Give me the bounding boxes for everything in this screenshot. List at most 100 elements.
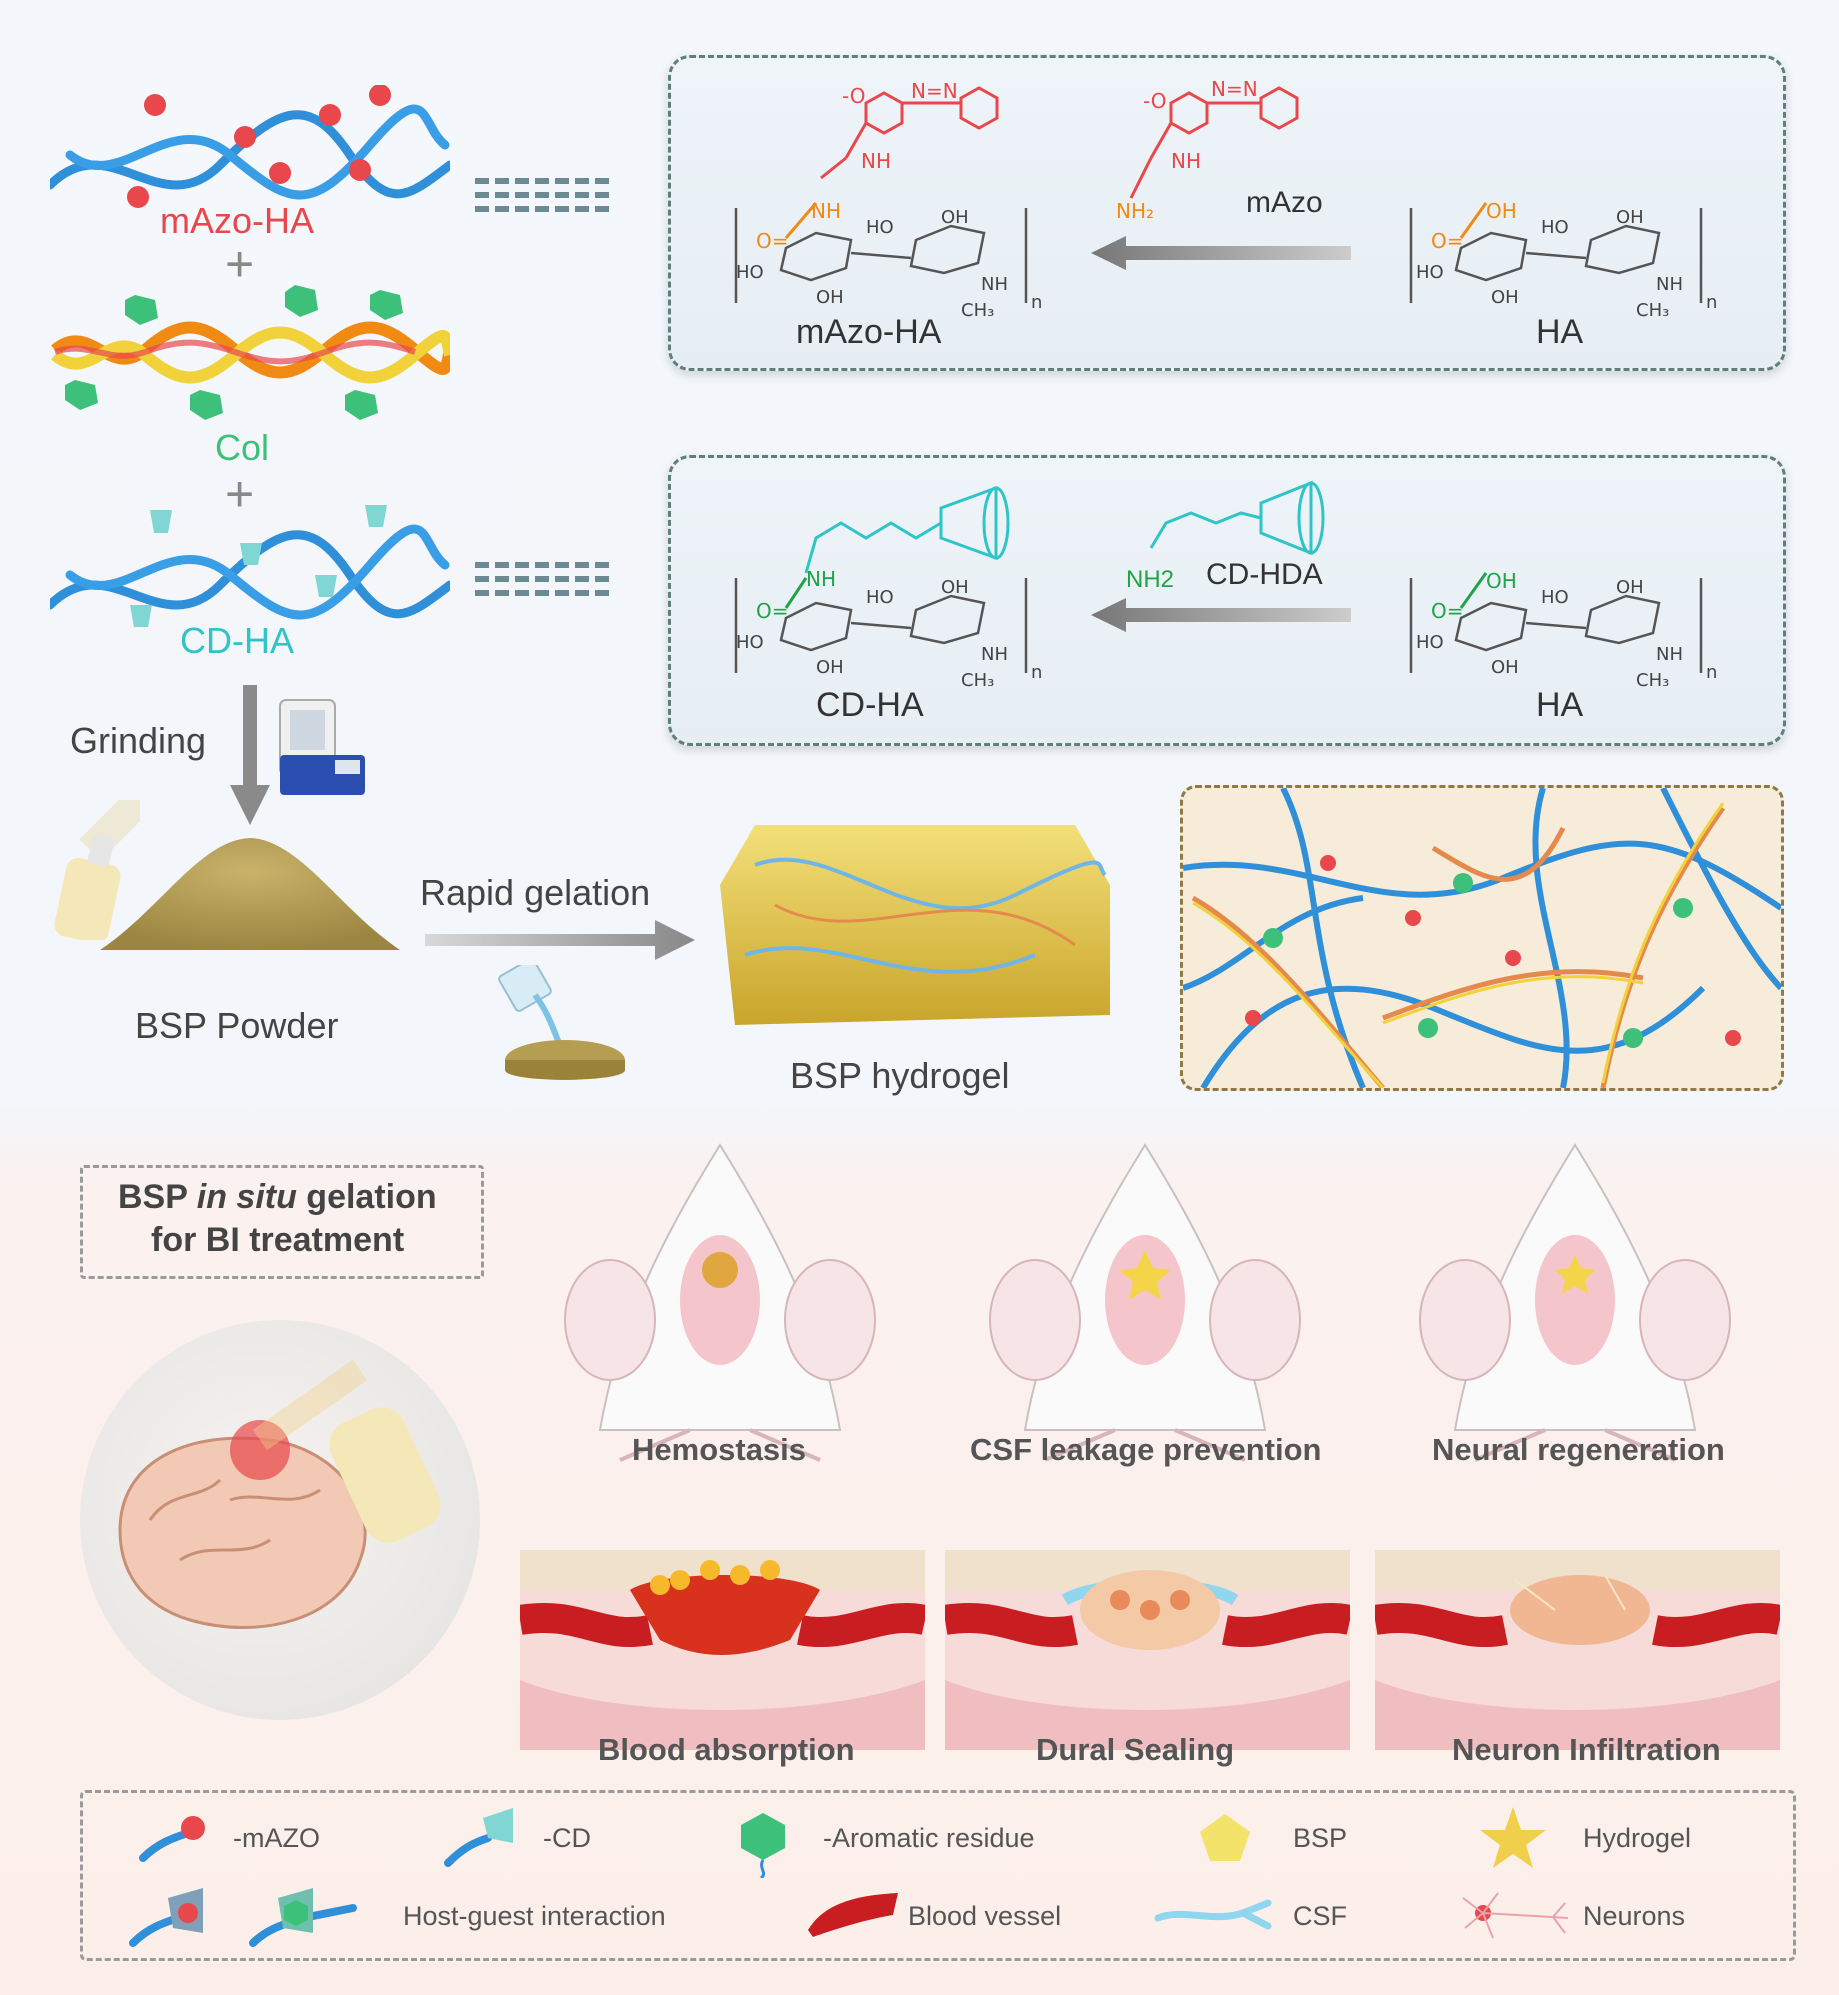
legend-csf-label: CSF — [1293, 1901, 1347, 1931]
panel-neural — [1375, 1130, 1780, 1770]
aromatic-residue-legend-icon — [741, 1813, 785, 1878]
bsp-powder-label: BSP Powder — [135, 1005, 339, 1046]
cd-ha-chain — [45, 505, 455, 635]
panel-csf — [945, 1130, 1350, 1770]
mouse-head-illustration-3 — [1419, 1143, 1731, 1462]
svg-text:CH₃: CH₃ — [961, 670, 994, 688]
blood-vessel-legend-icon — [808, 1893, 898, 1937]
tissue-section-3 — [1375, 1550, 1780, 1750]
csf-legend-icon — [1154, 1899, 1272, 1930]
svg-text:HO: HO — [866, 217, 894, 238]
cd-ha-label: CD-HA — [180, 620, 294, 661]
water-pouring-dish-icon — [495, 958, 630, 1085]
mouse-head-illustration-2 — [989, 1143, 1301, 1462]
legend-blood-vessel-label: Blood vessel — [908, 1901, 1062, 1931]
svg-text:n: n — [1706, 292, 1717, 313]
grinding-label: Grinding — [70, 720, 207, 761]
svg-text:HO: HO — [866, 587, 894, 608]
svg-text:OH: OH — [1616, 577, 1644, 598]
box1-product-label: mAzo-HA — [796, 313, 942, 351]
reaction-arrow-2 — [1091, 598, 1351, 632]
collagen-helix — [50, 280, 456, 430]
equivalence-dashes-1 — [475, 178, 615, 220]
tissue-section-1 — [520, 1550, 925, 1750]
legend-bsp-label: BSP — [1293, 1823, 1348, 1853]
box2-amine-label: NH2 — [1126, 566, 1175, 593]
legend-mazo-label: -mAZO — [233, 1823, 320, 1853]
panel-3-bottom-label: Neuron Infiltration — [1452, 1732, 1721, 1767]
svg-text:OH: OH — [941, 207, 969, 228]
panel-3-top-label: Neural regeneration — [1432, 1432, 1725, 1467]
network-zoom-box — [1180, 785, 1784, 1091]
plus-sign-1: + — [225, 236, 255, 292]
svg-text:NH: NH — [806, 567, 836, 591]
svg-text:NH: NH — [861, 149, 891, 173]
grinder-machine-icon — [275, 695, 370, 800]
treatment-title-line1: BSP in situ gelation — [118, 1178, 437, 1216]
svg-text:HO: HO — [1416, 262, 1444, 283]
svg-text:OH: OH — [1486, 199, 1517, 223]
hydrogel-legend-icon — [1480, 1807, 1546, 1868]
svg-text:NH: NH — [981, 644, 1008, 665]
svg-text:O=: O= — [756, 599, 789, 623]
tissue-section-2 — [945, 1550, 1350, 1750]
ha-structure-1: O= OH HO HO OH OH NH CH₃ n — [1409, 199, 1717, 318]
gelation-arrow — [425, 920, 695, 960]
panel-2-bottom-label: Dural Sealing — [1036, 1732, 1235, 1767]
treatment-title-line2: for BI treatment — [151, 1221, 405, 1259]
svg-text:O=: O= — [756, 229, 789, 253]
box2-reactant-label: HA — [1536, 686, 1584, 724]
svg-text:n: n — [1031, 662, 1042, 683]
ha-structure-2: O= OH HO HO OH OH NH CH₃ n — [1409, 569, 1717, 688]
bsp-hydrogel-block — [715, 805, 1115, 1035]
spray-bottle-icon — [50, 789, 151, 944]
box1-reactant-label: HA — [1536, 313, 1584, 351]
svg-text:NH: NH — [1656, 644, 1683, 665]
reaction-arrow-1 — [1091, 236, 1351, 270]
panel-hemostasis — [520, 1130, 925, 1770]
svg-text:OH: OH — [1616, 207, 1644, 228]
bsp-powder-pile — [100, 830, 400, 960]
legend-neurons-label: Neurons — [1583, 1901, 1686, 1931]
svg-text:HO: HO — [1541, 217, 1569, 238]
box2-reagent-label: CD-HDA — [1206, 558, 1323, 591]
bsp-hydrogel-label: BSP hydrogel — [790, 1055, 1010, 1096]
svg-text:NH: NH — [1656, 274, 1683, 295]
svg-text:O=: O= — [1431, 599, 1464, 623]
synthesis-box-mazo-ha: -O N=N NH O= NH HO HO OH OH NH CH₃ n mAz… — [668, 55, 1786, 371]
svg-text:NH₂: NH₂ — [1116, 199, 1154, 223]
mazo-ha-structure: -O N=N NH O= NH HO HO OH OH NH CH₃ n — [734, 79, 1042, 318]
col-label: Col — [215, 427, 270, 468]
svg-text:HO: HO — [1416, 632, 1444, 653]
bsp-legend-icon — [1200, 1814, 1250, 1861]
host-guest-legend-icon — [129, 1888, 357, 1947]
brain-spray-illustration — [80, 1320, 480, 1720]
synthesis-box-cd-ha: O= NH HO HO OH OH NH CH₃ n CD-HA NH2 CD-… — [668, 455, 1786, 746]
legend-aromatic-label: -Aromatic residue — [823, 1823, 1035, 1853]
svg-text:OH: OH — [1491, 287, 1519, 308]
equivalence-dashes-2 — [475, 562, 615, 604]
legend-host-guest-label: Host-guest interaction — [403, 1901, 666, 1931]
down-arrow — [230, 685, 270, 825]
svg-text:-O: -O — [1143, 89, 1167, 113]
svg-text:OH: OH — [1491, 657, 1519, 678]
box2-product-label: CD-HA — [816, 686, 924, 724]
svg-text:n: n — [1031, 292, 1042, 313]
legend-cd-label: -CD — [543, 1823, 591, 1853]
svg-text:NH: NH — [1171, 149, 1201, 173]
svg-text:NH: NH — [811, 199, 841, 223]
neurons-legend-icon — [1462, 1892, 1569, 1939]
svg-text:HO: HO — [736, 262, 764, 283]
cd-legend-icon — [444, 1808, 513, 1867]
mazo-reagent-structure: -O N=N NH NH₂ — [1116, 77, 1299, 223]
svg-text:OH: OH — [816, 287, 844, 308]
rapid-gelation-label: Rapid gelation — [420, 872, 651, 913]
panel-2-top-label: CSF leakage prevention — [970, 1432, 1322, 1467]
svg-text:OH: OH — [1486, 569, 1517, 593]
mazo-ha-chain — [45, 84, 455, 215]
svg-text:CH₃: CH₃ — [1636, 670, 1669, 688]
panel-1-bottom-label: Blood absorption — [598, 1732, 855, 1767]
legend-hydrogel-label: Hydrogel — [1583, 1823, 1692, 1853]
svg-text:n: n — [1706, 662, 1717, 683]
treatment-title-box: BSP in situ gelation for BI treatment — [80, 1165, 484, 1279]
